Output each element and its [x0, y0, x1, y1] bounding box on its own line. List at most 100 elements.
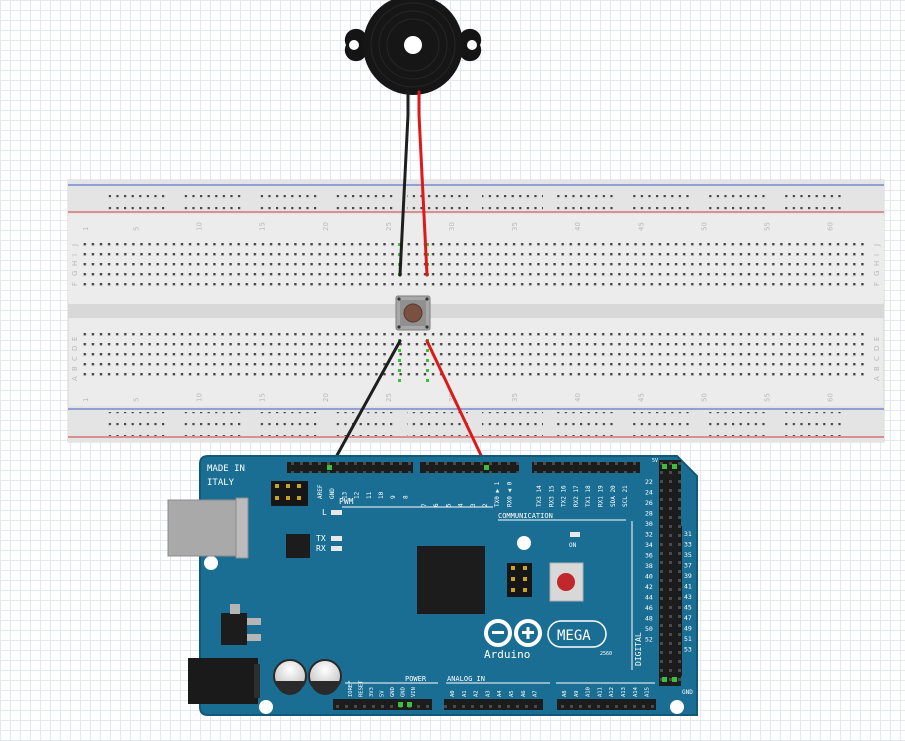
pin-label: TX2 16: [561, 485, 568, 507]
column-number: 1: [82, 398, 90, 402]
pin-label: A14: [633, 686, 639, 697]
header-top-comm[interactable]: [532, 462, 640, 473]
pin2-wire-red[interactable]: [425, 339, 489, 470]
pin-label: 2: [482, 503, 489, 507]
pin-label: 30: [645, 520, 653, 528]
pin-label: RX1 19: [598, 485, 605, 507]
pin-label: 5V: [380, 690, 386, 697]
pin-label: 34: [645, 541, 653, 549]
header-top-left[interactable]: [287, 462, 413, 473]
column-number: 25: [385, 393, 393, 402]
column-number: 30: [448, 222, 456, 231]
pin-label: 35: [684, 551, 692, 559]
buzzer-black-lead[interactable]: [398, 90, 410, 277]
header-top-mid[interactable]: [420, 462, 519, 473]
row-letter: J: [873, 244, 881, 247]
column-number: 45: [637, 222, 645, 231]
pin-label: A2: [474, 690, 480, 697]
row-letter: B: [71, 366, 79, 371]
pin-label: AREF: [317, 484, 324, 499]
pin-label: 44: [645, 594, 653, 602]
pin-label: TX3 14: [536, 485, 543, 507]
led-tx: [331, 536, 342, 541]
piezo-buzzer-icon[interactable]: [344, 0, 482, 95]
bottom-terminal-holes: [83, 332, 869, 382]
pin-label: A8: [562, 690, 568, 697]
pin-label: SDA 20: [610, 485, 617, 507]
pin-label: 24: [645, 489, 653, 497]
arduino-mega-board: [167, 455, 698, 716]
pin-label: 33: [684, 541, 692, 549]
row-letter: D: [71, 346, 79, 351]
communication-label: COMMUNICATION: [498, 512, 553, 520]
row-letter: A: [873, 376, 881, 381]
pin-label: 3: [470, 503, 477, 507]
pin-label: 42: [645, 583, 653, 591]
pin-label: A12: [609, 687, 615, 697]
usb-chip-icon: [286, 534, 310, 558]
gnd-wire-black[interactable]: [328, 339, 402, 470]
row-letter: C: [71, 356, 79, 361]
pin-label: 10: [378, 491, 385, 499]
column-number: 25: [385, 222, 393, 231]
model-number-label: 2560: [600, 651, 612, 657]
column-number: 20: [322, 222, 330, 231]
pin-label: 36: [645, 552, 653, 560]
row-letter: J: [71, 244, 79, 247]
column-number: 60: [827, 222, 835, 231]
row-letter: A: [71, 376, 79, 381]
pin-label: 26: [645, 499, 653, 507]
row-letter: I: [71, 254, 79, 256]
led-rx: [331, 546, 342, 551]
column-number: 15: [259, 222, 267, 231]
buzzer-red-lead[interactable]: [417, 90, 429, 277]
icsp2-header[interactable]: [507, 563, 532, 597]
dc-jack-icon[interactable]: [188, 658, 260, 704]
row-letter: F: [873, 282, 881, 286]
reset-button-icon[interactable]: [549, 562, 584, 602]
pin-label: VIN: [411, 687, 417, 697]
column-number: 5: [132, 398, 140, 402]
row-letter: F: [71, 282, 79, 286]
row-letter: G: [873, 271, 881, 276]
pwm-label: PWM: [339, 497, 354, 506]
column-number: 50: [700, 222, 708, 231]
pin-label: A1: [462, 690, 468, 697]
pin-label: 37: [684, 562, 692, 570]
pin-label: 49: [684, 625, 692, 633]
usb-port-icon[interactable]: [167, 497, 249, 559]
pin-label: 38: [645, 562, 653, 570]
pin-label: 53: [684, 646, 692, 654]
column-number: 10: [196, 393, 204, 402]
brand-label: Arduino: [484, 648, 530, 661]
led-l-label: L: [322, 508, 327, 517]
mega-badge: [547, 620, 607, 648]
microcontroller-chip-icon: [417, 546, 485, 614]
gnd-pin-highlight: [327, 465, 332, 470]
pin-label: 13: [341, 491, 348, 499]
pin-label: 51: [684, 635, 692, 643]
header-analog-a[interactable]: [444, 699, 543, 710]
column-number: 40: [574, 393, 582, 402]
pin-label: 50: [645, 625, 653, 633]
header-digital[interactable]: [659, 460, 681, 686]
pin-label: 12: [354, 491, 361, 499]
row-letter: H: [71, 261, 79, 266]
pin-label: RX3 15: [548, 485, 555, 507]
analog-label: ANALOG IN: [447, 675, 485, 683]
header-power[interactable]: [333, 699, 432, 710]
row-letter: E: [71, 337, 79, 341]
push-button-icon[interactable]: [395, 295, 431, 331]
power-label: POWER: [405, 675, 427, 683]
column-number: 55: [763, 222, 771, 231]
header-analog-b[interactable]: [557, 699, 656, 710]
column-number: 60: [827, 393, 835, 402]
pin-label: A4: [497, 690, 503, 697]
pin2-highlight: [484, 465, 489, 470]
pin-label: A0: [450, 690, 456, 697]
arduino-logo-icon: [484, 619, 542, 647]
voltage-regulator-icon: [221, 604, 261, 645]
